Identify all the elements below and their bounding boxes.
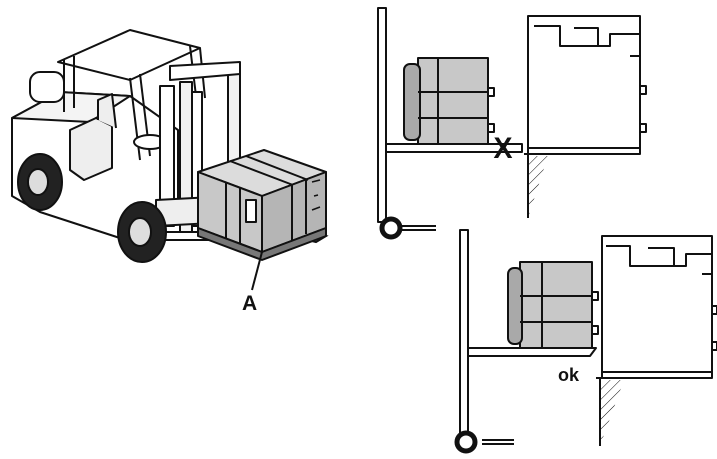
ground-hatch-bottom xyxy=(600,380,624,446)
fork-mast-bottom xyxy=(459,229,469,443)
ground-hatch-top xyxy=(528,156,548,218)
label-a: A xyxy=(242,292,258,315)
seat xyxy=(69,117,113,181)
wrong-mark: X xyxy=(493,132,513,165)
fork-wheel-top xyxy=(379,216,403,240)
wrong-placement-view xyxy=(377,7,647,240)
unit-cabinet-bottom xyxy=(601,235,713,379)
crate-bottom-view xyxy=(519,261,593,349)
unit-cabinet-top xyxy=(527,15,641,155)
fork-wheel-bottom xyxy=(454,430,478,454)
fork-mast-top xyxy=(377,7,387,223)
counterweight xyxy=(29,71,65,103)
label-a-pointer xyxy=(251,251,263,291)
ok-mark: ok xyxy=(558,365,580,385)
crate xyxy=(197,149,327,261)
crate-top-view xyxy=(417,57,489,145)
forklift-illustration xyxy=(11,29,241,263)
correct-placement-view xyxy=(454,229,717,454)
